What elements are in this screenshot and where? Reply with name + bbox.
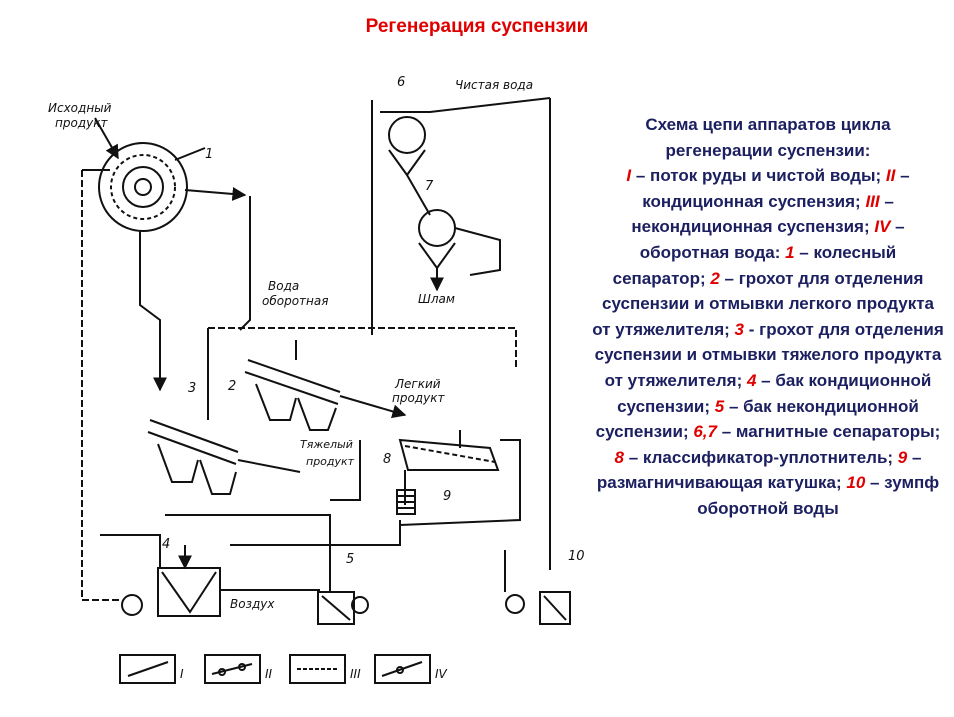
legend-items: I – поток руды и чистой воды; II – конди… <box>592 166 944 518</box>
demagnetizing-coil-9 <box>396 489 416 515</box>
number-4: 4 <box>162 537 170 552</box>
legend-key-IV: IV <box>874 217 891 237</box>
label-air: Воздух <box>230 597 275 611</box>
legend-heading: Схема цепи аппаратов цикла регенерации с… <box>645 115 891 160</box>
legend-desc-5: – бак некондиционной суспензии; <box>595 396 919 442</box>
legend-text: Схема цепи аппаратов цикла регенерации с… <box>592 112 944 522</box>
label-sludge: Шлам <box>418 292 455 306</box>
legend-key-5: 5 <box>714 396 725 416</box>
number-6: 6 <box>397 75 405 90</box>
label-heavy-2: продукт <box>306 455 355 468</box>
legend-desc-6-7: – магнитные сепараторы; <box>716 422 941 442</box>
legend-key-III: III <box>865 191 880 211</box>
legend-desc-IV: – оборотная вода: <box>639 217 905 262</box>
line-type-key <box>119 654 431 684</box>
legend-desc-II: – кондиционная суспензия; <box>642 166 910 211</box>
legend-key-10: 10 <box>846 473 866 493</box>
key-label-IV: IV <box>435 667 448 681</box>
legend-key-6-7: 6,7 <box>693 422 717 442</box>
magnetic-separator-6 <box>388 116 426 177</box>
legend-desc-9: – размагничивающая катушка; <box>596 447 922 493</box>
label-feed-2: продукт <box>55 116 108 130</box>
legend-key-I: I <box>626 166 632 186</box>
screen-3 <box>147 419 239 495</box>
slide-title: Регенерация суспензии <box>365 16 589 37</box>
nonconditioned-tank-5 <box>317 591 369 625</box>
key-label-I: I <box>180 667 184 681</box>
legend-desc-4: – бак кондиционной суспензии; <box>617 370 932 416</box>
number-8: 8 <box>383 452 391 467</box>
legend-key-1: 1 <box>785 242 795 262</box>
label-clean-water: Чистая вода <box>455 78 533 92</box>
legend-key-9: 9 <box>897 447 908 467</box>
legend-key-3: 3 <box>734 319 744 339</box>
key-label-III: III <box>350 667 361 681</box>
legend-desc-3: - грохот для отделения суспензии и отмыв… <box>594 319 944 390</box>
label-feed-1: Исходный <box>48 101 112 115</box>
label-heavy-1: Тяжелый <box>300 438 353 451</box>
legend-key-8: 8 <box>614 447 625 467</box>
number-3: 3 <box>188 381 196 396</box>
wheel-separator-1 <box>98 142 206 232</box>
number-1: 1 <box>205 147 213 162</box>
label-return-water-2: оборотная <box>262 294 328 308</box>
legend-desc-1: – колесный сепаратор; <box>612 242 897 288</box>
number-10: 10 <box>568 549 585 564</box>
label-return-water-1: Вода <box>268 279 299 293</box>
legend-desc-III: – некондиционная суспензия; <box>631 191 894 237</box>
legend-desc-10: – зумпф оборотной воды <box>697 473 940 518</box>
legend-desc-8: – классификатор-уплотнитель; <box>624 447 898 467</box>
label-light-1: Легкий <box>394 377 441 391</box>
key-label-II: II <box>265 667 273 681</box>
number-9: 9 <box>443 489 451 504</box>
label-light-2: продукт <box>392 391 445 405</box>
number-7: 7 <box>425 179 434 194</box>
legend-key-2: 2 <box>710 268 720 288</box>
legend-desc-2: – грохот для отделения суспензии и отмыв… <box>592 268 934 339</box>
conditioned-tank-4 <box>121 567 221 617</box>
legend-key-4: 4 <box>746 370 757 390</box>
legend-key-II: II <box>885 166 896 186</box>
number-5: 5 <box>346 552 354 567</box>
water-sump-10 <box>505 591 571 625</box>
legend-desc-I: – поток руды и чистой воды; <box>631 166 886 186</box>
magnetic-separator-7 <box>418 209 456 270</box>
number-2: 2 <box>228 379 236 394</box>
classifier-8 <box>398 438 500 471</box>
screen-2 <box>244 359 341 431</box>
